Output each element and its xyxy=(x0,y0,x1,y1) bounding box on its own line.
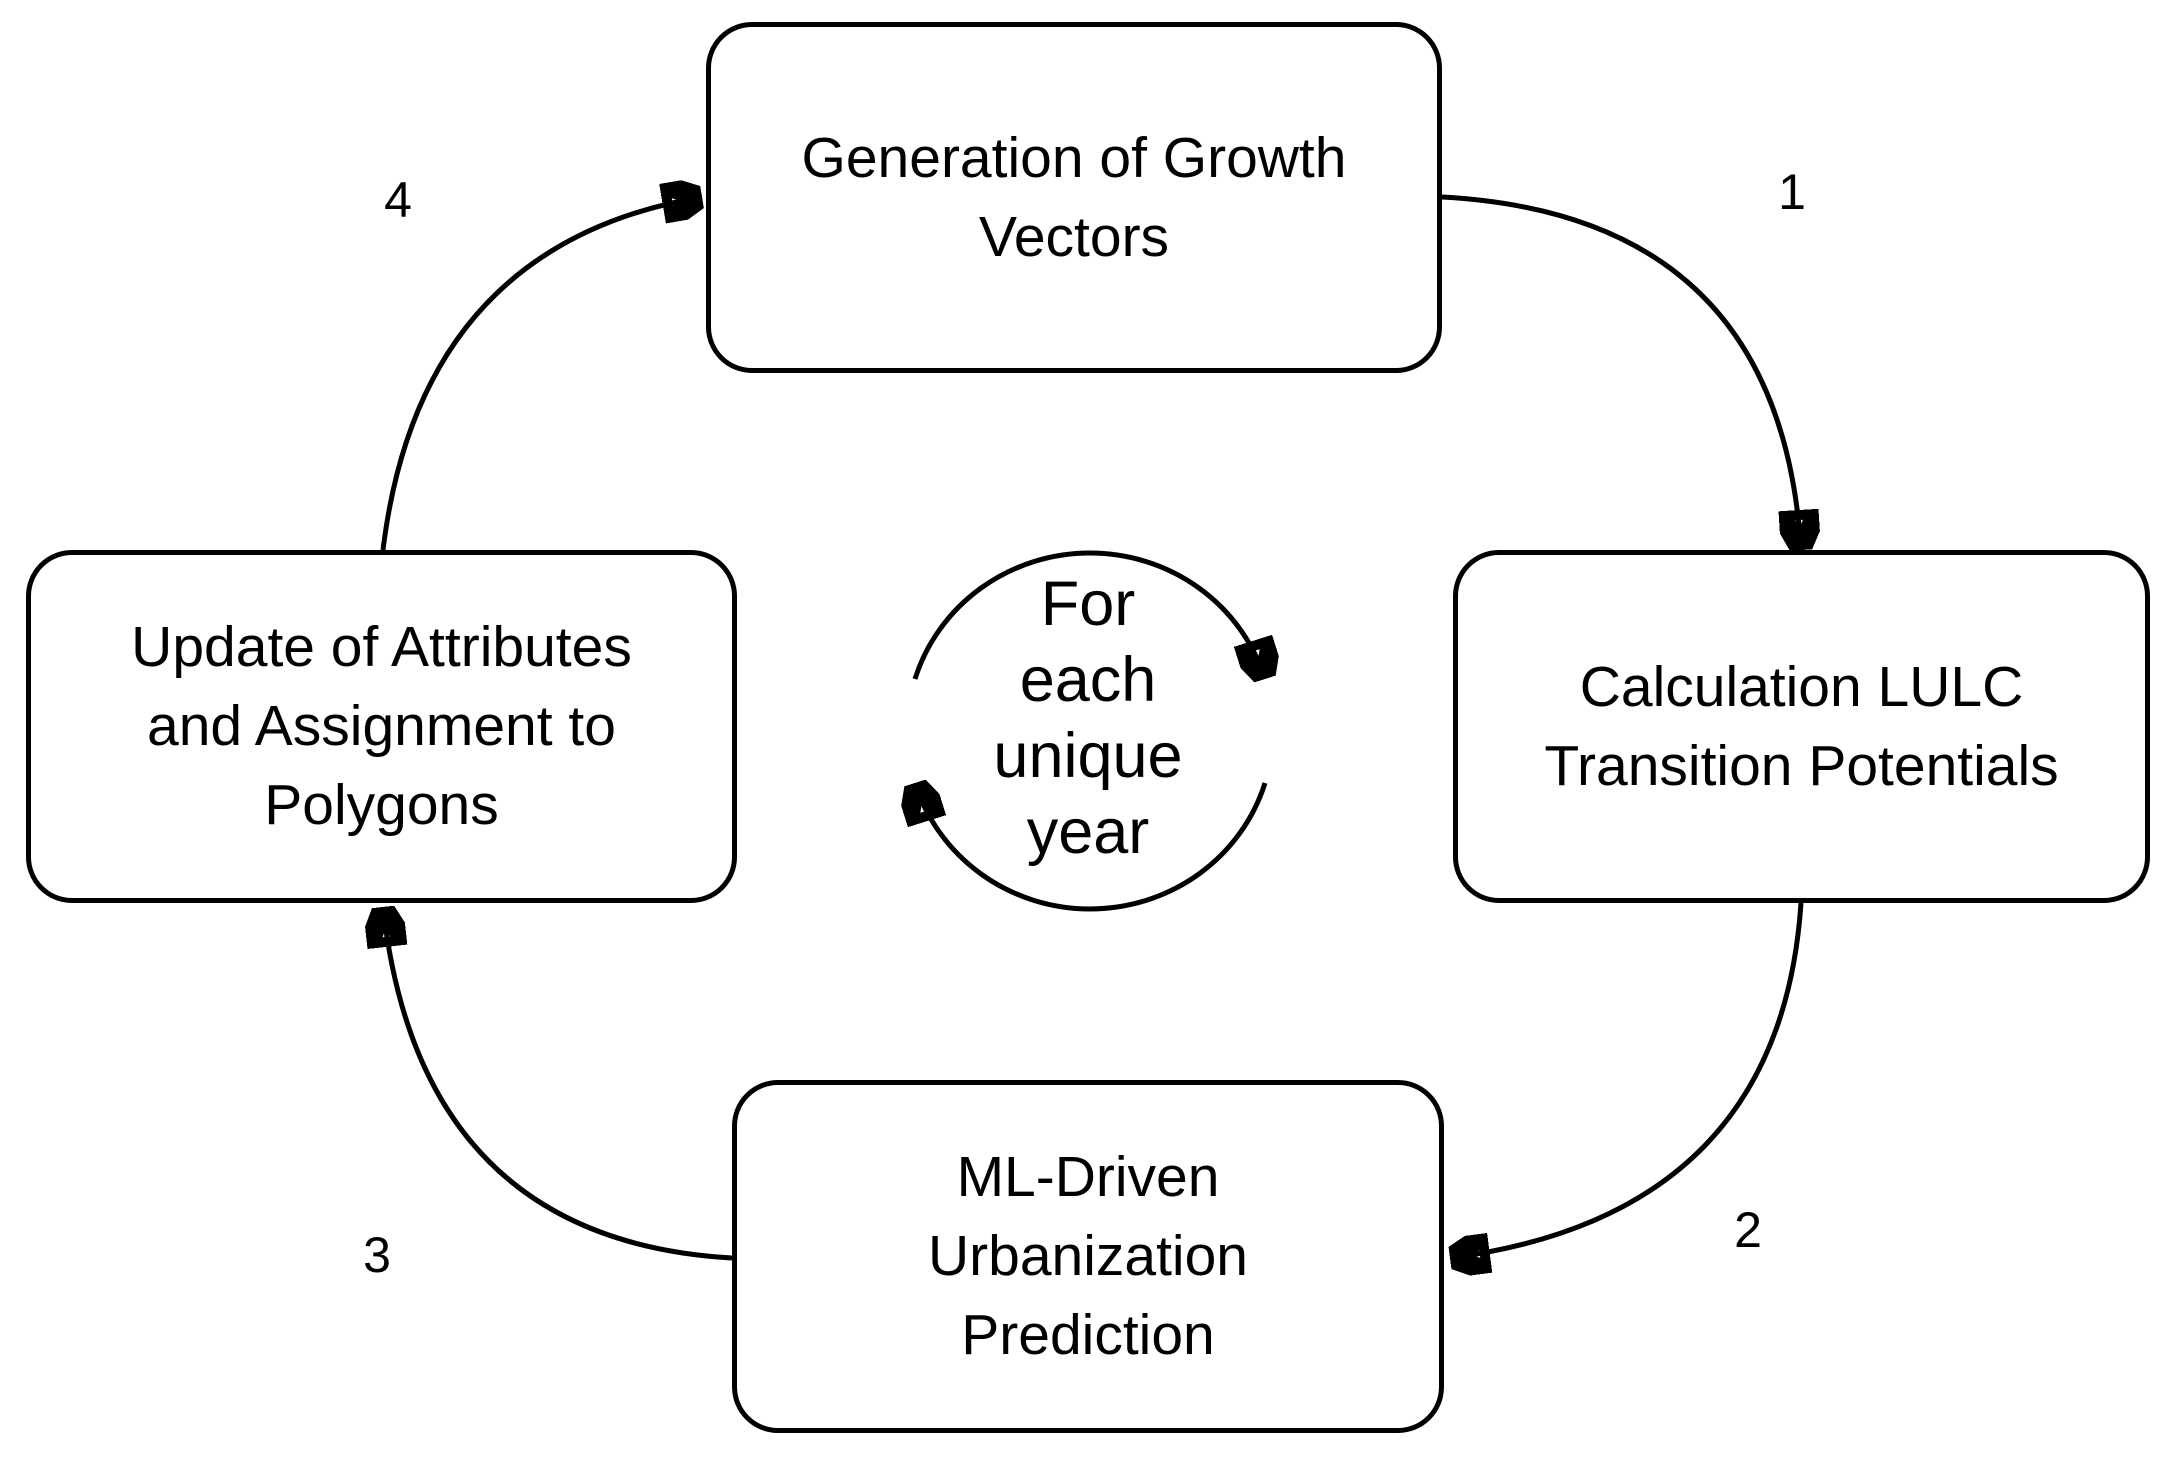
loop-caption-line: unique xyxy=(993,721,1183,791)
node-update-of-attributes: Update of Attributes and Assignment to P… xyxy=(26,550,737,903)
arrow-label-3: 3 xyxy=(363,1227,391,1283)
node-line: ML-Driven xyxy=(956,1145,1220,1209)
node-calculation-lulc-transition-potentials: Calculation LULC Transition Potentials xyxy=(1453,550,2150,903)
node-line: Prediction xyxy=(961,1303,1215,1367)
node-line: Polygons xyxy=(264,773,499,837)
node-generation-of-growth-vectors: Generation of Growth Vectors xyxy=(706,22,1442,373)
loop-top-arc xyxy=(912,550,1265,679)
node-line: Transition Potentials xyxy=(1544,733,2059,798)
node-line: Vectors xyxy=(978,204,1170,269)
loop-bottom-arc xyxy=(915,783,1268,912)
node-line: and Assignment to xyxy=(147,694,616,758)
loop-caption-line: year xyxy=(1026,797,1150,867)
arrow-1-curve xyxy=(1441,194,1801,550)
node-line: Calculation LULC xyxy=(1579,654,2024,719)
node-line: Urbanization xyxy=(927,1224,1248,1288)
arrow-2-curve xyxy=(1450,902,1804,1258)
node-line: Generation of Growth xyxy=(801,125,1347,190)
loop-caption-line: For xyxy=(1040,569,1136,639)
node-line: Update of Attributes xyxy=(131,615,632,679)
arrow-label-2: 2 xyxy=(1734,1202,1762,1258)
arrow-label-4: 4 xyxy=(384,172,412,228)
loop-caption-line: each xyxy=(1019,645,1157,715)
arrow-4-curve xyxy=(380,197,702,551)
arrow-3-curve xyxy=(383,907,733,1261)
arrow-label-1: 1 xyxy=(1778,164,1806,220)
node-ml-driven-urbanization-prediction: ML-Driven Urbanization Prediction xyxy=(732,1080,1444,1433)
center-loop-caption: For each unique year xyxy=(938,566,1238,870)
